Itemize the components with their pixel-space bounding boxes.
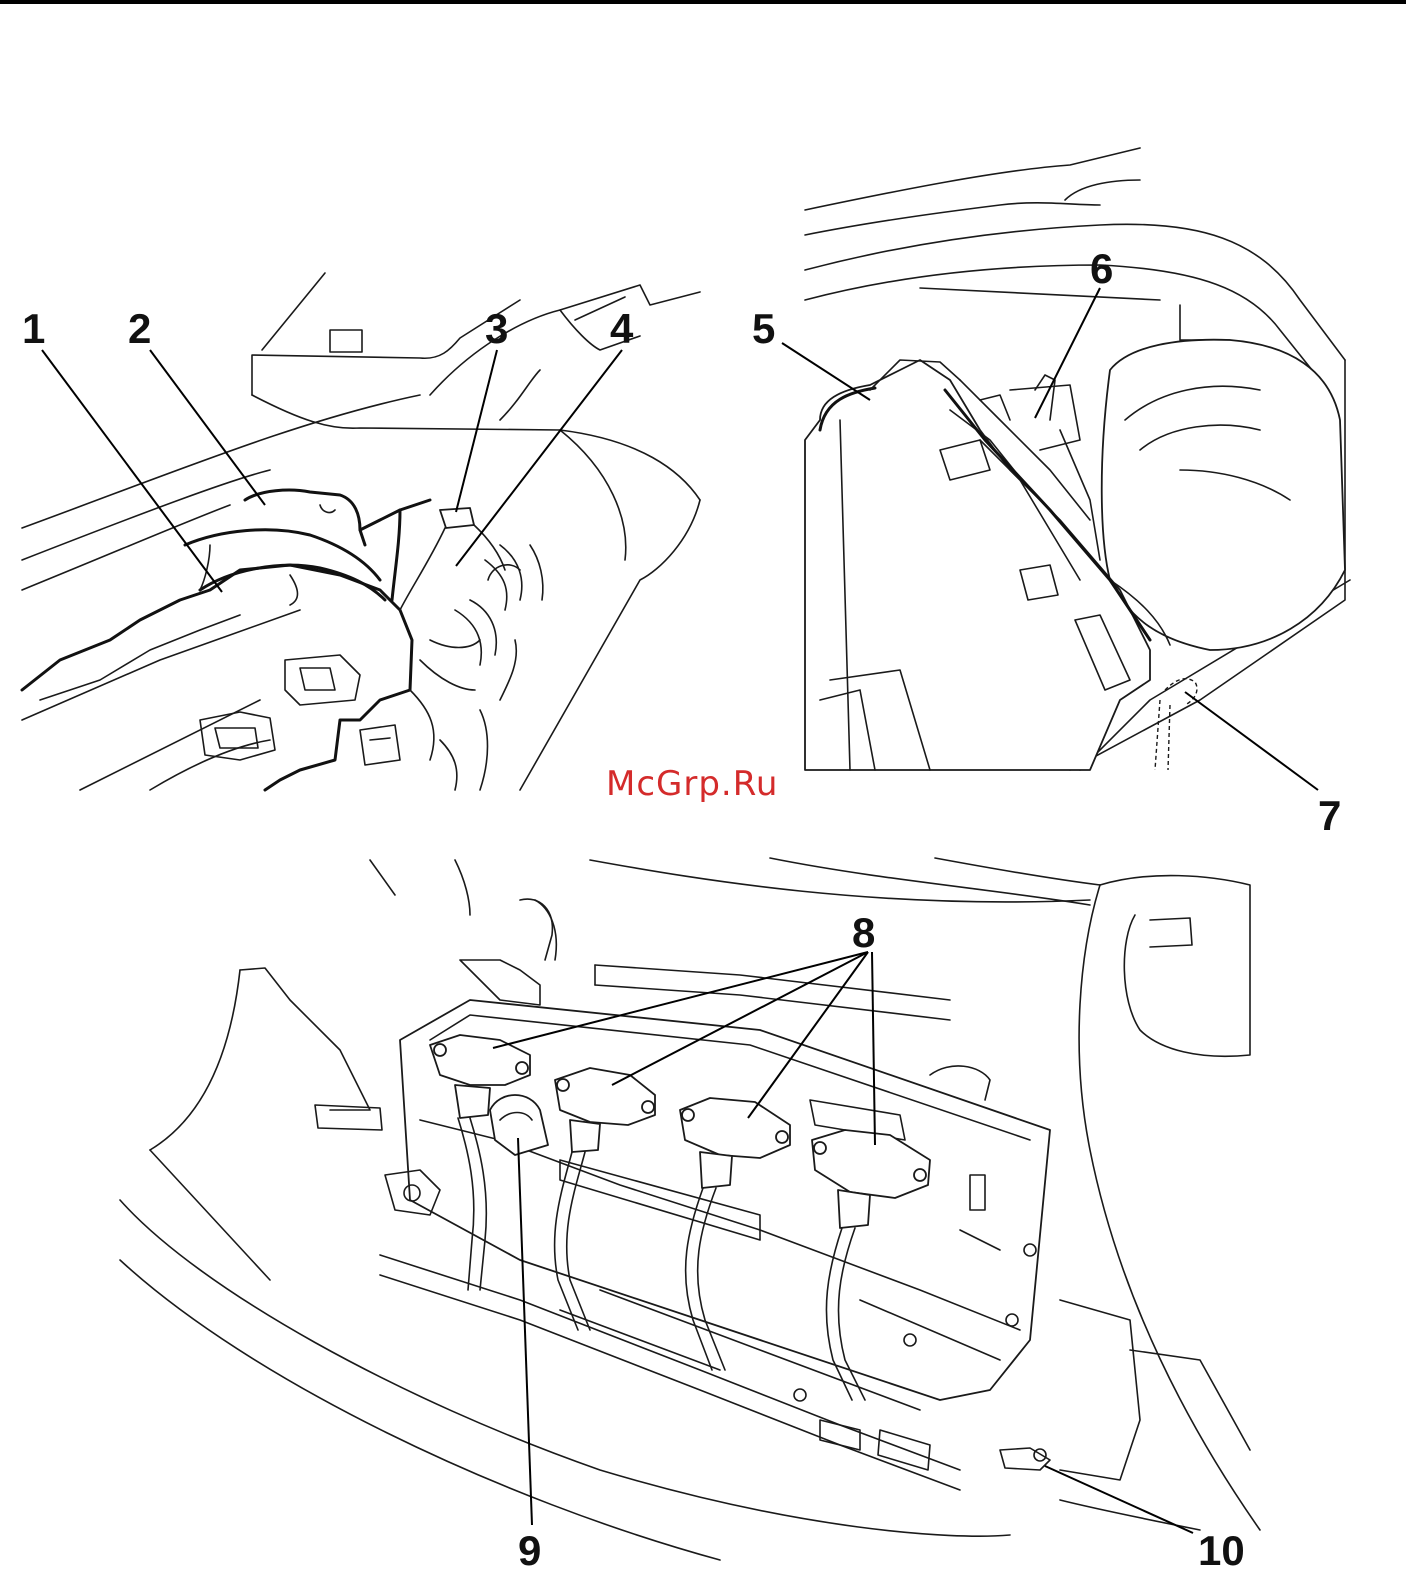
callout-6: 6: [1090, 245, 1113, 292]
callout-1: 1: [22, 305, 45, 352]
leaders-left: [42, 350, 622, 592]
hoses-right: [360, 545, 543, 790]
callout-4: 4: [610, 305, 634, 352]
callout-3: 3: [485, 305, 508, 352]
air-duct: [185, 530, 385, 600]
fuel-tank: [1102, 340, 1345, 650]
callout-5: 5: [752, 305, 775, 352]
callout-8: 8: [852, 909, 875, 956]
callout-9: 9: [518, 1527, 541, 1574]
callout-2: 2: [128, 305, 151, 352]
engine-cover: [22, 565, 412, 790]
watermark: McGrp.Ru: [606, 764, 778, 804]
callout-10: 10: [1198, 1527, 1245, 1574]
callout-7: 7: [1318, 792, 1341, 839]
